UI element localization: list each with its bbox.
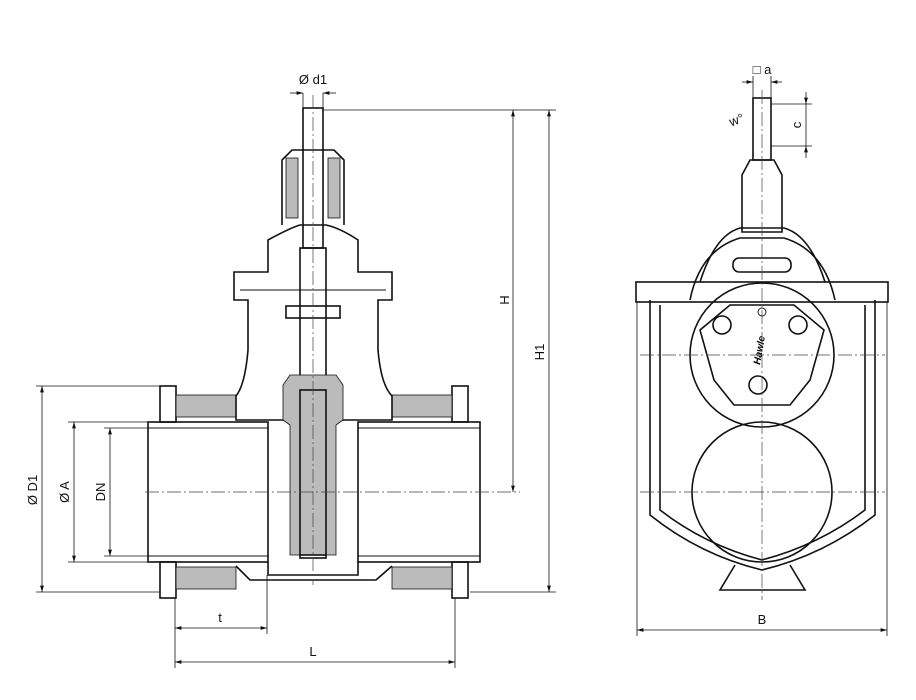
t-label: t <box>218 610 222 625</box>
dn-label: DN <box>93 483 108 502</box>
D1-label: Ø D1 <box>25 475 40 505</box>
l-label: L <box>309 644 316 659</box>
dimension-d1: Ø d1 <box>290 72 336 108</box>
hawle-logo: Hawle <box>752 335 768 366</box>
h1-label: H1 <box>532 344 547 361</box>
d1-label: Ø d1 <box>299 72 327 87</box>
a-label: □ a <box>753 62 772 77</box>
b-label: B <box>758 612 767 627</box>
A-label: Ø A <box>57 481 72 503</box>
section-view <box>147 107 481 599</box>
w-label: w° <box>726 110 746 129</box>
c-label: c <box>789 121 804 128</box>
h-label: H <box>497 295 512 304</box>
